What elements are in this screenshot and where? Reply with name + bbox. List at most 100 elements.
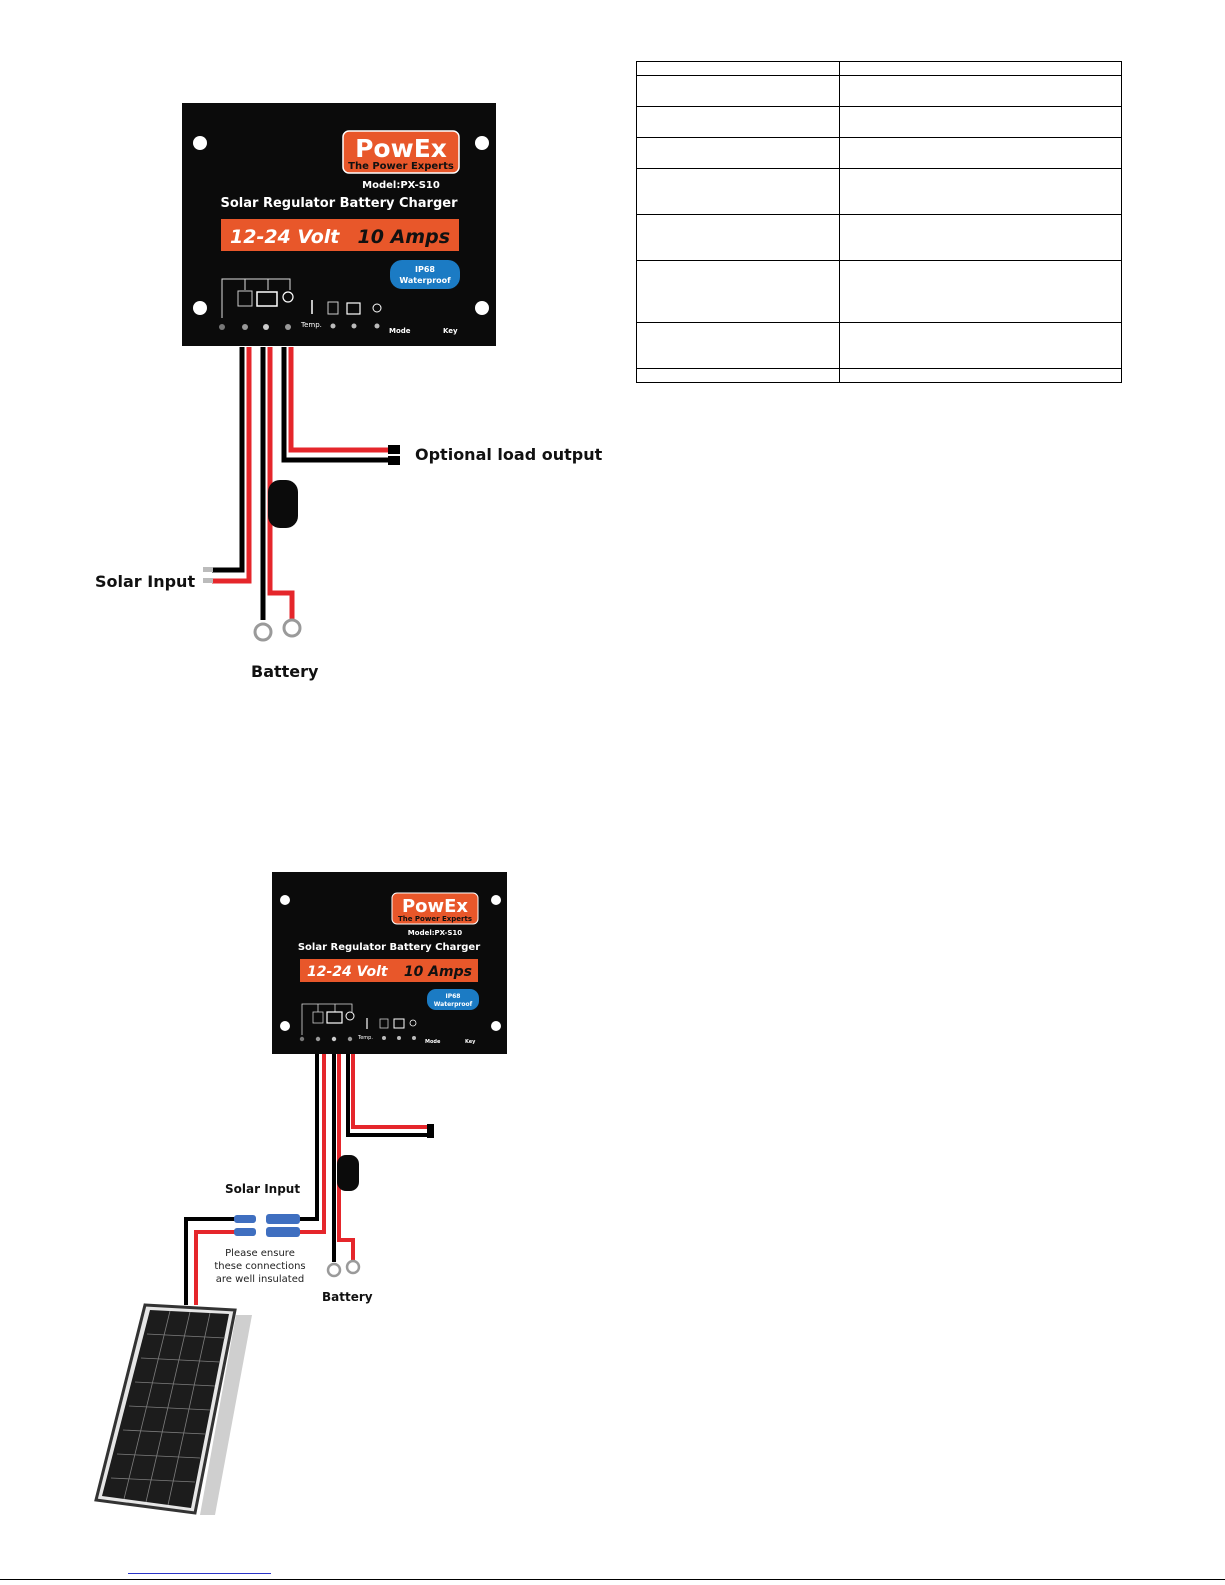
table-row — [636, 75, 1122, 107]
badge-line-2: Waterproof — [434, 1001, 473, 1008]
rating-amps: 10 Amps — [404, 964, 472, 980]
table-cell — [636, 322, 840, 369]
load-status-icon — [372, 303, 382, 313]
table-row — [636, 368, 1122, 383]
key-button-label: Key — [443, 327, 458, 335]
insulation-note-line-1: Please ensure — [225, 1248, 295, 1259]
solar-panel-image — [94, 1303, 252, 1515]
solar-status-icon — [379, 1018, 389, 1029]
table-cell — [636, 75, 840, 107]
table-cell — [636, 260, 840, 323]
insulation-note-line-2: these connections — [214, 1261, 305, 1272]
mounting-hole — [280, 1021, 290, 1031]
terminal-bracket — [221, 278, 291, 318]
battery-ring-neg — [253, 622, 273, 642]
mounting-hole — [280, 895, 290, 905]
load-neg-wire — [346, 1052, 428, 1137]
panel-pos-wire — [194, 1230, 236, 1305]
regulator-panel: PowEx The Power Experts Model:PX-S10 Sol… — [182, 103, 496, 346]
battery-status-icon — [346, 302, 361, 315]
table-cell — [839, 214, 1122, 261]
battery-ring-pos — [345, 1259, 361, 1275]
brand-tagline: The Power Experts — [348, 161, 454, 172]
badge-line-2: Waterproof — [399, 276, 451, 285]
model-number: Model:PX-S10 — [362, 180, 440, 191]
panel-neg-wire — [184, 1217, 236, 1305]
mounting-hole — [193, 136, 207, 150]
wires — [212, 347, 392, 620]
battery-icon — [326, 1011, 343, 1024]
solar-input-label: Solar Input — [95, 572, 195, 591]
terminal-screw — [263, 324, 269, 330]
rating-volt: 12-24 Volt — [307, 964, 389, 980]
mode-button-label: Mode — [425, 1039, 441, 1045]
solar-pos-wire — [212, 347, 252, 584]
brand-tagline: The Power Experts — [398, 915, 472, 923]
inline-fuse-holder — [268, 480, 298, 528]
bulb-icon — [282, 291, 294, 303]
solar-pin-pos — [203, 578, 213, 583]
product-name: Solar Regulator Battery Charger — [220, 196, 458, 211]
rating-banner — [300, 959, 478, 982]
table-cell — [636, 61, 840, 76]
rating-amps: 10 Amps — [358, 226, 450, 248]
table-cell — [839, 260, 1122, 323]
table-cell — [839, 61, 1122, 76]
mounting-hole — [193, 301, 207, 315]
regulator-panel: PowEx The Power Experts Model:PX-S10 Sol… — [272, 872, 507, 1054]
terminal-screw — [315, 1036, 321, 1042]
key-button-label: Key — [465, 1039, 476, 1045]
led-indicator — [397, 1036, 401, 1040]
load-connector-1 — [388, 445, 400, 454]
solar-input-label: Solar Input — [225, 1182, 300, 1196]
load-pos-wire — [351, 1052, 428, 1129]
temp-indicator-label: Temp. — [357, 1035, 373, 1041]
brand-name: PowEx — [402, 896, 468, 917]
waterproof-badge — [390, 260, 460, 289]
table-row — [636, 214, 1122, 261]
led-indicator — [382, 1036, 386, 1040]
table-cell — [636, 106, 840, 138]
table-cell — [839, 106, 1122, 138]
rating-volt: 12-24 Volt — [230, 226, 340, 248]
terminal-bracket — [301, 1003, 353, 1035]
battery-ring-neg — [326, 1262, 342, 1278]
terminal-screw — [285, 324, 291, 330]
mc4-connector — [266, 1214, 300, 1224]
battery-icon — [256, 291, 278, 307]
battery-pos-wire — [337, 1052, 355, 1262]
terminal-screw — [347, 1036, 353, 1042]
solar-status-icon — [327, 301, 339, 315]
battery-status-icon — [393, 1018, 405, 1029]
solar-neg-wire — [297, 1052, 319, 1221]
mounting-hole — [491, 1021, 501, 1031]
insulation-note-line-3: are well insulated — [216, 1274, 304, 1285]
terminal-screw — [299, 1036, 305, 1042]
load-neg-wire — [281, 347, 392, 463]
solar-pos-wire — [297, 1052, 326, 1234]
table-row — [636, 137, 1122, 169]
mounting-hole — [475, 301, 489, 315]
terminal-screw — [331, 1036, 337, 1042]
waterproof-badge — [427, 989, 479, 1010]
wires — [184, 1052, 428, 1305]
table-cell — [839, 368, 1122, 383]
mounting-hole — [475, 136, 489, 150]
table-row — [636, 322, 1122, 369]
solar-panel-icon — [237, 290, 253, 307]
product-name: Solar Regulator Battery Charger — [298, 942, 480, 953]
table-cell — [636, 168, 840, 215]
rating-banner — [221, 219, 459, 251]
battery-label: Battery — [322, 1290, 373, 1304]
wiring-diagram-2: PowEx The Power Experts Model:PX-S10 Sol… — [94, 872, 507, 1515]
brand-name: PowEx — [355, 134, 447, 163]
temp-indicator-label: Temp. — [300, 321, 322, 329]
table-row — [636, 61, 1122, 76]
model-number: Model:PX-S10 — [408, 929, 463, 937]
brand-logo — [391, 892, 479, 925]
solar-panel-icon — [312, 1011, 324, 1024]
mounting-hole — [491, 895, 501, 905]
load-status-icon — [409, 1019, 417, 1027]
badge-line-1: IP68 — [446, 993, 461, 1000]
table-cell — [636, 137, 840, 169]
